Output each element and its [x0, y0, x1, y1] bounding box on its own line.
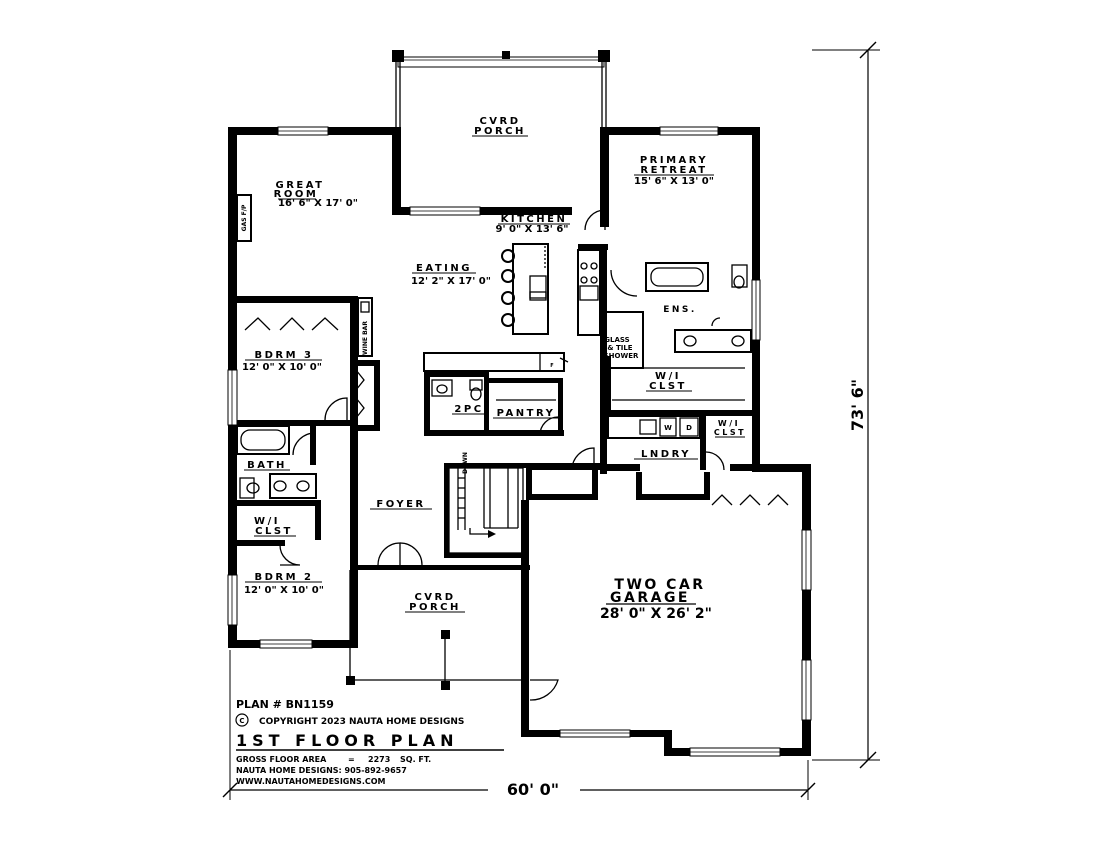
- kitchen-name: KITCHEN: [501, 214, 568, 225]
- eating-dims: 12' 2" X 17' 0": [411, 276, 491, 287]
- fridge-label: F: [550, 363, 553, 369]
- phone-line: NAUTA HOME DESIGNS: 905-892-9657: [236, 766, 407, 775]
- copyright-symbol: C: [239, 717, 244, 725]
- area-unit: SQ. FT.: [400, 755, 431, 764]
- area-value: 2273: [368, 755, 390, 764]
- top-porch: [392, 50, 610, 128]
- primary-dims: 15' 6" X 13' 0": [634, 176, 714, 187]
- fixtures: [236, 194, 789, 701]
- bdrm2-dims: 12' 0" X 10' 0": [244, 585, 324, 596]
- garage-name-1: TWO CAR: [614, 577, 705, 593]
- foyer-name: FOYER: [376, 499, 425, 510]
- pantry-name: PANTRY: [497, 408, 556, 419]
- garage-dims: 28' 0" X 26' 2": [600, 606, 712, 622]
- bdrm3-name: BDRM 3: [254, 350, 313, 361]
- interior-walls: [237, 244, 758, 570]
- washer-label: W: [664, 424, 672, 432]
- great-room-name-2: ROOM: [274, 189, 319, 200]
- room-labels: CVRD PORCH GREAT ROOM 16' 6" X 17' 0" PR…: [241, 116, 746, 622]
- primary-name-2: RETREAT: [640, 165, 707, 176]
- copyright-symbol-circle: [235, 713, 249, 727]
- plan-number: PLAN # BN1159: [236, 698, 334, 711]
- garage-name-2: GARAGE: [610, 590, 690, 606]
- ens-name: ENS.: [663, 305, 697, 315]
- porch-top-name-2: PORCH: [474, 126, 526, 137]
- width-dimension: 60' 0": [507, 780, 559, 799]
- title-block: PLAN # BN1159 C COPYRIGHT 2023 NAUTA HOM…: [235, 698, 504, 786]
- front-porch: [346, 570, 522, 690]
- shower-line-2: & TILE: [607, 344, 632, 352]
- kitchen-dims: 9' 0" X 13' 6": [496, 224, 569, 235]
- wic-primary-line-1: W/I: [655, 371, 681, 382]
- porch-front-name-1: CVRD: [414, 592, 455, 603]
- bath-name: BATH: [247, 460, 287, 471]
- wic-bdrm2-line-2: CLST: [255, 526, 293, 537]
- bdrm2-name: BDRM 2: [254, 572, 313, 583]
- wic-bdrm2-line-1: W/I: [254, 516, 280, 527]
- porch-top-name-1: CVRD: [479, 116, 520, 127]
- stair-down-label: DOWN: [462, 452, 469, 474]
- wic-lndry-line-1: W/I: [718, 419, 740, 428]
- label-underlines: [244, 135, 745, 613]
- shower-line-1: GLASS: [604, 336, 629, 344]
- website-line: WWW.NAUTAHOMEDESIGNS.COM: [236, 777, 386, 786]
- wine-bar-label: WINE BAR: [362, 321, 369, 355]
- area-eq: =: [348, 755, 355, 764]
- dryer-label: D: [686, 424, 692, 432]
- windows: [227, 126, 812, 757]
- wic-lndry-line-2: CLST: [714, 428, 746, 437]
- copyright-text: COPYRIGHT 2023 NAUTA HOME DESIGNS: [259, 717, 464, 727]
- porch-front-name-2: PORCH: [409, 602, 461, 613]
- great-room-name-1: GREAT: [275, 180, 324, 191]
- depth-dimension: 73' 6": [848, 379, 867, 431]
- area-label: GROSS FLOOR AREA: [236, 755, 327, 764]
- plan-title: 1ST FLOOR PLAN: [236, 731, 458, 750]
- bdrm3-dims: 12' 0" X 10' 0": [242, 362, 322, 373]
- gas-fp-label: GAS F/P: [241, 204, 248, 231]
- stair: [448, 467, 524, 554]
- wic-primary-line-2: CLST: [649, 381, 687, 392]
- primary-name-1: PRIMARY: [640, 155, 708, 166]
- pc2-name: 2PC: [454, 404, 483, 415]
- lndry-name: LNDRY: [641, 449, 691, 460]
- eating-name: EATING: [416, 263, 472, 274]
- great-room-dims: 16' 6" X 17' 0": [278, 198, 358, 209]
- shower-line-3: SHOWER: [604, 352, 639, 360]
